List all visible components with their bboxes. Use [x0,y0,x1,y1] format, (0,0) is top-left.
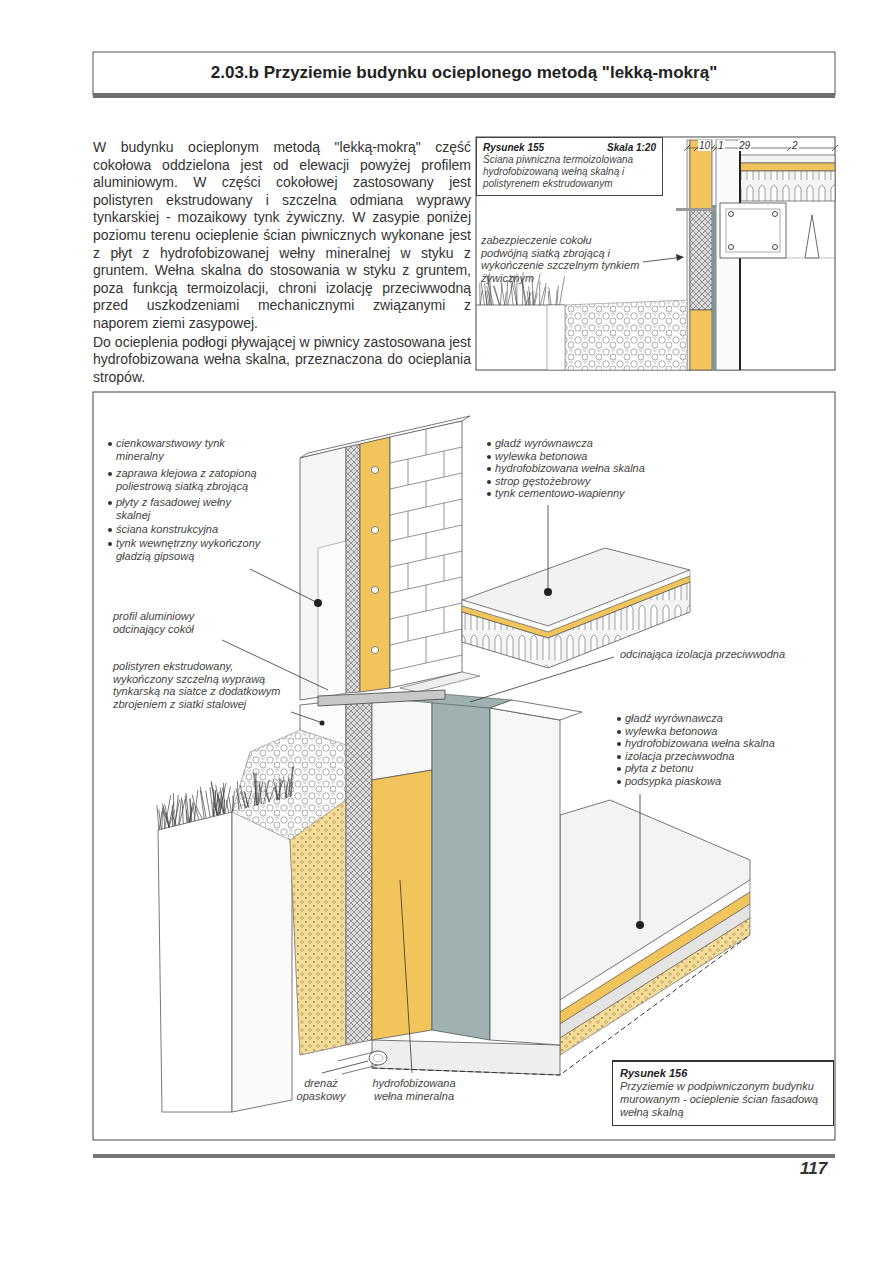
bullet [617,755,621,759]
bullet [487,492,491,496]
layer-item-text: hydrofobizowana wełna skalna [495,462,695,475]
part-label-text: polistyren ekstrudowany, wykończony szcz… [113,660,288,710]
bullet [617,767,621,771]
callout-note-text: zabezpieczenie cokołu podwójną siatką zb… [481,234,641,284]
header-frame [93,52,835,95]
dimension: 29 [738,140,751,151]
layer-item: gładź wyrównawcza [485,437,695,450]
layer-item-text: tynk cementowo-wapienny [495,487,695,500]
bullet [108,442,112,446]
layer-item-text: płyty z fasadowej wełny skalnej [116,496,268,521]
bullet [487,442,491,446]
figure-number: Rysunek 155 [483,142,544,154]
part-label-text: profil aluminiowy odcinający cokół [113,610,238,635]
body-paragraph-text: Do ocieplenia podłogi pływającej w piwni… [93,334,471,387]
part-label: drenaż opaskowy [288,1077,354,1102]
layer-item-text: ściana konstrukcyjna [116,523,268,536]
layer-item: hydrofobizowana wełna skalna [485,462,695,475]
layer-item: hydrofobizowana wełna skalna [615,737,827,750]
part-label: hydrofobizowana wełna mineralna [360,1077,468,1102]
dimension-text: 29 [738,140,751,151]
layer-item-text: strop gęstożebrowy [495,475,695,488]
scale-note: Skala 1:20 [607,142,656,154]
layer-item: gładź wyrównawcza [615,712,827,725]
dimension-text: 10 [698,140,711,151]
layer-item-text: płyta z betonu [625,762,827,775]
bullet [617,730,621,734]
layer-item-text: gładź wyrównawcza [625,712,827,725]
part-label: polistyren ekstrudowany, wykończony szcz… [113,660,288,710]
dimension: 10 [698,140,711,151]
layer-item: wylewka betonowa [485,450,695,463]
layer-item: izolacja przeciwwodna [615,750,827,763]
layer-item-text: hydrofobizowana wełna skalna [625,737,827,750]
footer-rule [93,1154,835,1158]
layer-item: płyta z betonu [615,762,827,775]
caption-heading-row: Rysunek 155 Skala 1:20 [483,142,656,154]
page-number: 117 [800,1159,827,1179]
page-number-text: 117 [800,1159,827,1179]
layer-item: płyty z fasadowej wełny skalnej [106,496,268,521]
layer-item: wylewka betonowa [615,725,827,738]
layer-item-text: wylewka betonowa [625,725,827,738]
layer-item: tynk wewnętrzny wykończony gładzią gipso… [106,537,268,562]
page-heading: 2.03.b Przyziemie budynku ocieplonego me… [93,53,835,93]
body-paragraph-text: W budynku ocieplonym metodą "lekką-mokrą… [93,139,471,333]
part-label: profil aluminiowy odcinający cokół [113,610,238,635]
layer-item-text: cienkowarstwowy tynk mineralny [116,437,268,462]
leader-dots [314,588,644,929]
bullet [108,528,112,532]
bullet [617,717,621,721]
part-label-text: odcinająca izolacja przeciwwodna [620,648,830,661]
figure-caption-box: Rysunek 155 Skala 1:20Ściana piwniczna te… [476,137,663,196]
layer-item-text: izolacja przeciwwodna [625,750,827,763]
bullet [487,480,491,484]
layer-item: cienkowarstwowy tynk mineralny [106,437,268,462]
part-label-text: drenaż opaskowy [288,1077,354,1102]
caption-text: Ściana piwniczna termoizolowana hydrofob… [483,154,656,190]
dimension: 2 [791,140,799,151]
bullet [487,467,491,471]
part-label: odcinająca izolacja przeciwwodna [620,648,830,661]
heading-text: 2.03.b Przyziemie budynku ocieplonego me… [211,63,717,83]
bullet [617,780,621,784]
layer-item: ściana konstrukcyjna [106,523,268,536]
figure-number: Rysunek 156 [620,1067,826,1080]
layer-item-text: gładź wyrównawcza [495,437,695,450]
layer-item-text: zaprawa klejowa z zatopioną poliestrową … [116,467,268,492]
dimension: 1 [717,140,725,151]
layer-item-text: tynk wewnętrzny wykończony gładzią gipso… [116,537,268,562]
callout-note: zabezpieczenie cokołu podwójną siatką zb… [481,234,641,284]
layer-item: strop gęstożebrowy [485,475,695,488]
dimension-text: 1 [717,140,725,151]
bullet [487,455,491,459]
dimension-text: 2 [791,140,799,151]
layer-item: zaprawa klejowa z zatopioną poliestrową … [106,467,268,492]
leader-lines [222,505,640,1073]
layer-item-text: wylewka betonowa [495,450,695,463]
layer-item: tynk cementowo-wapienny [485,487,695,500]
header-bar [93,93,835,98]
body-paragraph: W budynku ocieplonym metodą "lekką-mokrą… [93,139,471,333]
bullet [108,542,112,546]
figure-frame [93,392,835,1140]
layer-item: podsypka piaskowa [615,775,827,788]
bullet [617,742,621,746]
bullet [108,501,112,505]
bullet [108,472,112,476]
layer-item-text: podsypka piaskowa [625,775,827,788]
part-label-text: hydrofobizowana wełna mineralna [360,1077,468,1102]
figure-caption-box: Rysunek 156Przyziemie w podpiwniczonym b… [612,1060,834,1126]
body-paragraph: Do ocieplenia podłogi pływającej w piwni… [93,334,471,387]
figure-frame [476,137,835,370]
caption-text: Przyziemie w podpiwniczonym budynku muro… [620,1080,826,1119]
